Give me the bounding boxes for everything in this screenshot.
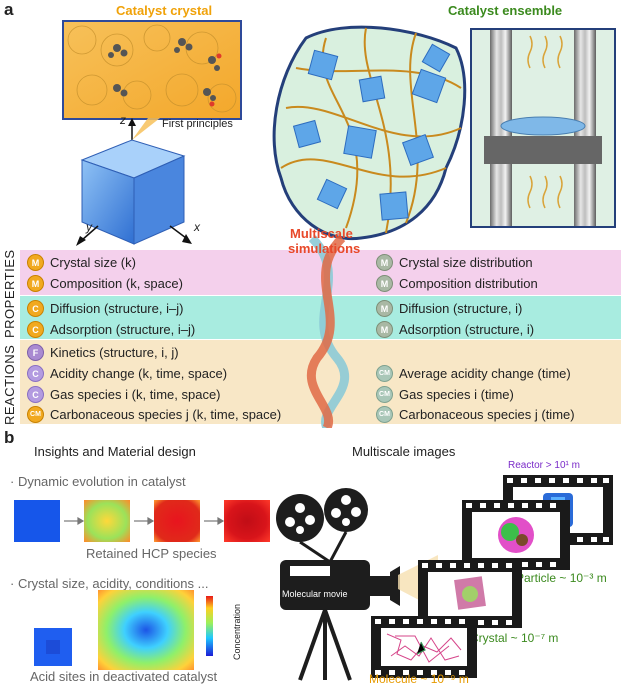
evolution-sequence (14, 500, 270, 542)
catalyst-crystal-image (62, 20, 242, 120)
row-text: Diffusion (structure, i–j) (50, 301, 184, 316)
axis-y-label: y (86, 220, 92, 234)
molecules (108, 38, 220, 101)
left-row-4: F Kinetics (structure, i, j) (27, 344, 179, 361)
row-text: Adsorption (structure, i–j) (50, 322, 196, 337)
badge-cm-icon: CM (27, 406, 44, 423)
row-text: Gas species i (k, time, space) (50, 387, 221, 402)
properties-side-label: PROPERTIES (2, 249, 17, 338)
row-text: Average acidity change (time) (399, 366, 571, 381)
badge-cm-icon: CM (376, 386, 393, 403)
catalyst-crystal-title: Catalyst crystal (116, 3, 213, 18)
catalyst-ensemble-title: Catalyst ensemble (448, 3, 563, 18)
reactions-side-label: REACTIONS (2, 344, 17, 425)
badge-m-icon: M (376, 300, 393, 317)
left-row-7: CM Carbonaceous species j (k, time, space… (27, 406, 281, 423)
row-text: Crystal size (k) (50, 255, 136, 270)
left-row-2: C Diffusion (structure, i–j) (27, 300, 183, 317)
left-row-0: M Crystal size (k) (27, 254, 136, 271)
row-text: Kinetics (structure, i, j) (50, 345, 179, 360)
crystal-scale-label: Crystal ~ 10⁻⁷ m (470, 631, 559, 645)
crystal-size-conditions-label: · Crystal size, acidity, conditions ... (10, 576, 209, 591)
crystal-cube (76, 118, 192, 246)
badge-m-icon: M (376, 254, 393, 271)
axis-x-label: x (194, 220, 200, 234)
retained-hcp-label: Retained HCP species (86, 546, 217, 561)
left-row-3: C Adsorption (structure, i–j) (27, 321, 195, 338)
row-text: Carbonaceous species j (time) (399, 407, 575, 422)
badge-c-icon: C (27, 300, 44, 317)
badge-c-icon: C (27, 386, 44, 403)
badge-m-icon: M (376, 321, 393, 338)
badge-m-icon: M (27, 275, 44, 292)
badge-m-icon: M (376, 275, 393, 292)
reactor-photo (470, 28, 616, 228)
concentration-maps (34, 590, 213, 670)
insights-title: Insights and Material design (34, 444, 196, 459)
left-row-5: C Acidity change (k, time, space) (27, 365, 227, 382)
multiscale-images-title: Multiscale images (352, 444, 456, 459)
row-text: Composition (k, space) (50, 276, 183, 291)
catalyst-ensemble-blob (272, 25, 467, 241)
right-row-2: M Diffusion (structure, i) (376, 300, 522, 317)
row-text: Diffusion (structure, i) (399, 301, 523, 316)
movie-projector (276, 488, 400, 681)
dynamic-evolution-label: · Dynamic evolution in catalyst (10, 474, 186, 489)
badge-cm-icon: CM (376, 406, 393, 423)
right-row-0: M Crystal size distribution (376, 254, 533, 271)
axis-z-label: z (120, 113, 126, 127)
row-text: Crystal size distribution (399, 255, 533, 270)
multiscale-label-2: simulations (288, 241, 361, 256)
row-text: Acidity change (k, time, space) (50, 366, 228, 381)
row-text: Composition distribution (399, 276, 538, 291)
right-row-1: M Composition distribution (376, 275, 538, 292)
right-row-3: M Adsorption (structure, i) (376, 321, 534, 338)
badge-f-icon: F (27, 344, 44, 361)
panel-b-letter: b (4, 428, 15, 447)
acid-sites-label: Acid sites in deactivated catalyst (30, 669, 218, 684)
left-row-6: C Gas species i (k, time, space) (27, 386, 221, 403)
concentration-label: Concentration (232, 603, 242, 660)
particle-scale-label: Particle ~ 10⁻³ m (516, 571, 607, 585)
right-row-6: CM Carbonaceous species j (time) (376, 406, 575, 423)
reactor-scale-label: Reactor > 10¹ m (508, 460, 580, 471)
row-text: Gas species i (time) (399, 387, 514, 402)
badge-m-icon: M (27, 254, 44, 271)
badge-c-icon: C (27, 321, 44, 338)
badge-cm-icon: CM (376, 365, 393, 382)
panel-a-letter: a (4, 0, 14, 19)
right-row-4: CM Average acidity change (time) (376, 365, 571, 382)
left-row-1: M Composition (k, space) (27, 275, 183, 292)
row-text: Adsorption (structure, i) (399, 322, 535, 337)
row-text: Carbonaceous species j (k, time, space) (50, 407, 282, 422)
molecule-scale-label: Molecule ~ 10⁻⁹ m (369, 672, 469, 686)
right-row-5: CM Gas species i (time) (376, 386, 514, 403)
badge-c-icon: C (27, 365, 44, 382)
molecular-movie-label: Molecular movie (282, 589, 348, 599)
first-principles-label: First principles (162, 118, 233, 130)
multiscale-helix (306, 234, 349, 428)
film-frame-molecule (371, 616, 477, 678)
multiscale-label-1: Multiscale (290, 226, 353, 241)
